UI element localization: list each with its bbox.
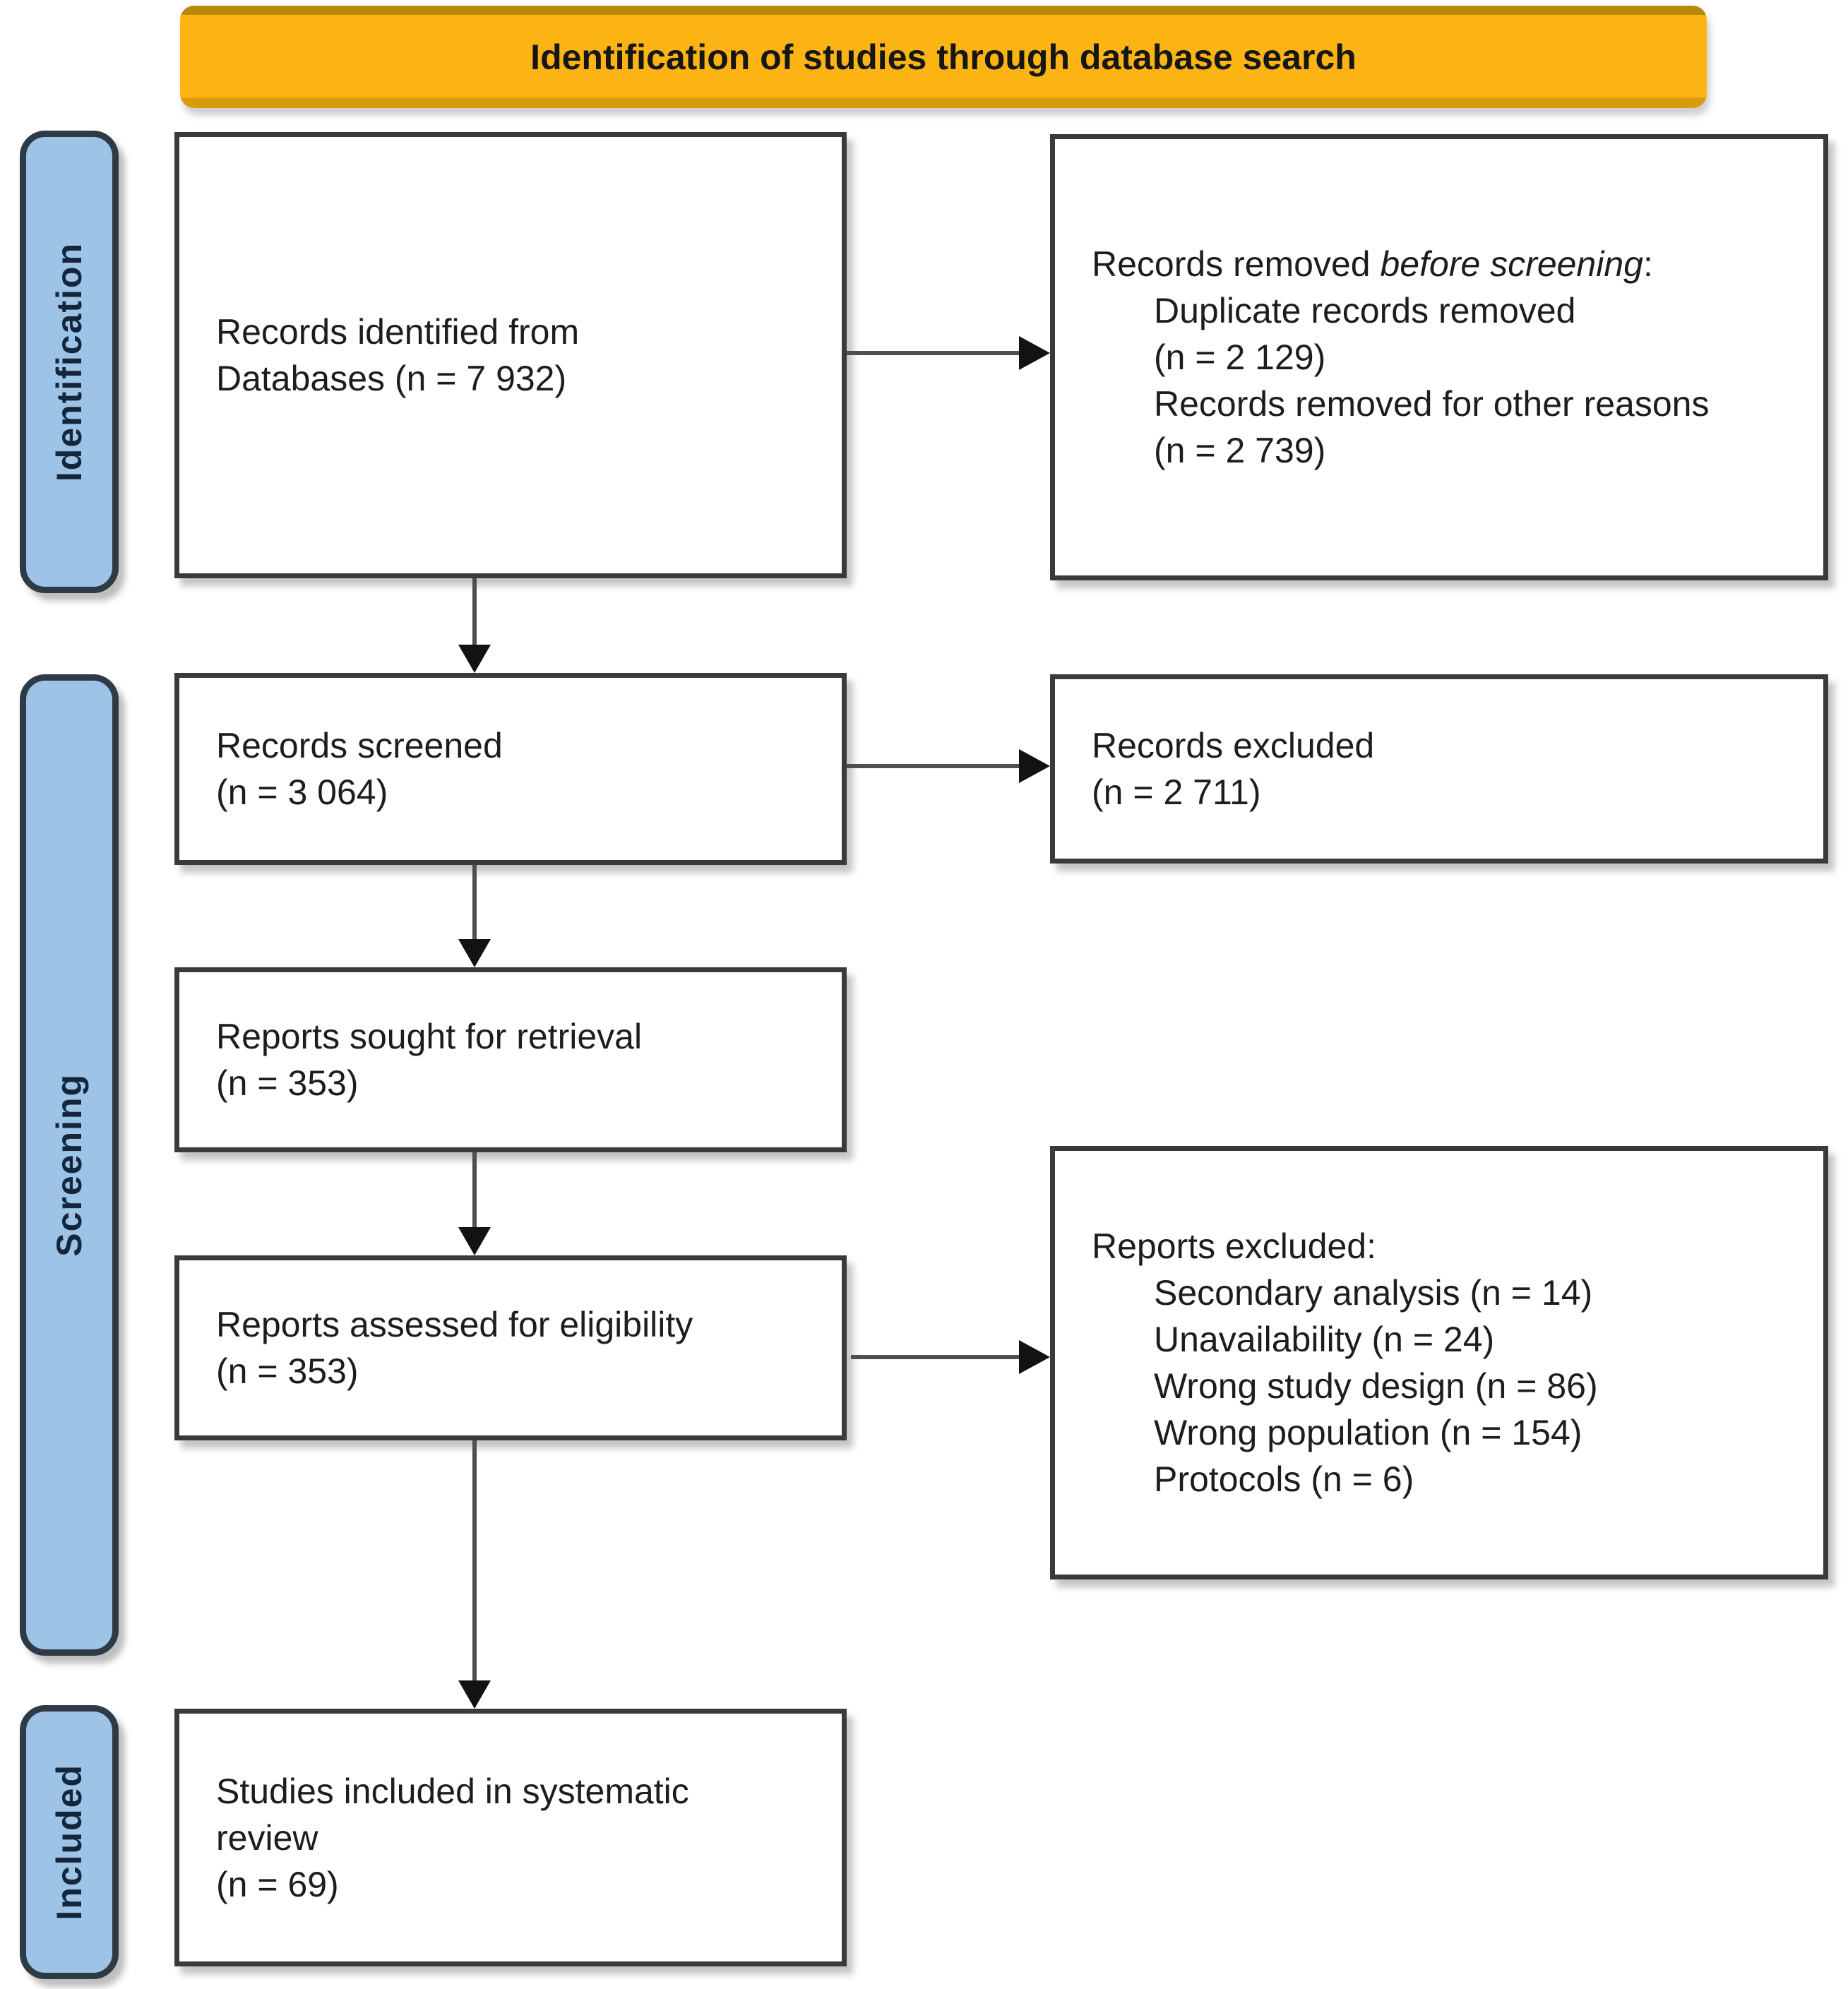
arrow-identified-to-screened-head-icon [458,645,491,673]
studies-included-line-2: review [216,1817,318,1858]
stage-label-included-text: Included [49,1764,89,1921]
arrow-screened-to-excluded-head-icon [1019,749,1050,783]
reports-excluded-item-3: Wrong study design (n = 86) [1154,1366,1598,1406]
stage-label-identification-text: Identification [49,241,89,482]
box-reports-sought: Reports sought for retrieval (n = 353) [174,967,847,1152]
arrow-assessed-to-reports-excluded-head-icon [1019,1340,1050,1374]
arrow-identified-to-screened-line [472,578,477,646]
studies-included-line-1: Studies included in systematic [216,1771,689,1811]
reports-excluded-item-4: Wrong population (n = 154) [1154,1413,1582,1452]
box-studies-included: Studies included in systematic review (n… [174,1709,847,1966]
reports-excluded-item-5: Protocols (n = 6) [1154,1459,1414,1499]
arrow-sought-to-assessed-line [472,1152,477,1229]
banner-title-text: Identification of studies through databa… [530,37,1357,77]
arrow-screened-to-sought-line [472,865,477,940]
records-excluded-line-2: (n = 2 711) [1092,772,1261,812]
studies-included-line-3: (n = 69) [216,1864,339,1904]
reports-sought-line-1: Reports sought for retrieval [216,1017,643,1056]
arrow-assessed-to-reports-excluded-line [851,1355,1022,1359]
reports-sought-line-2: (n = 353) [216,1063,359,1103]
records-screened-line-2: (n = 3 064) [216,772,388,812]
reports-excluded-item-1: Secondary analysis (n = 14) [1154,1273,1593,1313]
reports-assessed-line-1: Reports assessed for eligibility [216,1305,693,1344]
records-removed-item-3: Records removed for other reasons [1154,384,1710,424]
arrow-screened-to-excluded-line [847,764,1022,768]
box-records-screened: Records screened (n = 3 064) [174,673,847,865]
arrow-identified-to-removed-head-icon [1019,336,1050,370]
records-removed-item-2: (n = 2 129) [1154,338,1326,377]
reports-excluded-title: Reports excluded: [1092,1226,1377,1266]
box-records-identified: Records identified from Databases (n = 7… [174,132,847,578]
records-excluded-line-1: Records excluded [1092,726,1375,765]
reports-assessed-line-2: (n = 353) [216,1351,359,1391]
records-identified-line-2: Databases (n = 7 932) [216,359,567,398]
box-reports-assessed: Reports assessed for eligibility (n = 35… [174,1255,847,1440]
arrow-screened-to-sought-head-icon [458,939,491,967]
records-removed-title: Records removed before screening: [1092,244,1653,284]
records-screened-line-1: Records screened [216,726,503,765]
arrow-assessed-to-included-line [472,1440,477,1682]
stage-label-included: Included [20,1705,119,1979]
box-reports-excluded: Reports excluded: Secondary analysis (n … [1050,1146,1828,1579]
records-removed-item-1: Duplicate records removed [1154,291,1576,330]
arrow-identified-to-removed-line [847,351,1022,355]
records-identified-line-1: Records identified from [216,312,580,352]
reports-excluded-item-2: Unavailability (n = 24) [1154,1320,1495,1359]
stage-label-screening: Screening [20,674,119,1656]
arrow-assessed-to-included-head-icon [458,1680,491,1709]
stage-label-identification: Identification [20,131,119,593]
box-records-excluded: Records excluded (n = 2 711) [1050,674,1828,864]
records-removed-item-4: (n = 2 739) [1154,431,1326,470]
banner-title: Identification of studies through databa… [180,6,1707,108]
arrow-sought-to-assessed-head-icon [458,1227,491,1255]
stage-label-screening-text: Screening [49,1073,89,1257]
box-records-removed: Records removed before screening: Duplic… [1050,134,1828,580]
